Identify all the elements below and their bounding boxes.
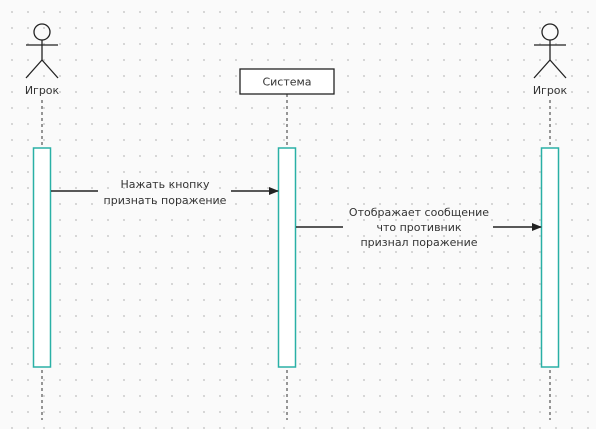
message-1-line-2: признать поражение: [104, 194, 227, 207]
actor-leg-left: [533, 59, 551, 79]
actor-head: [541, 23, 559, 41]
message-1-line-1: Нажать кнопку: [121, 178, 210, 191]
actor-head: [33, 23, 51, 41]
actor-player-right[interactable]: Игрок: [533, 23, 568, 97]
system-box: [239, 68, 335, 95]
message-2-line-1: Отображает сообщение: [349, 206, 489, 219]
actor-leg-left: [25, 59, 43, 79]
message-2-line-3: признал поражение: [360, 236, 477, 249]
actor-player-left[interactable]: Игрок: [25, 23, 60, 97]
activation-bar-player-left[interactable]: [32, 147, 52, 368]
actor-label: Игрок: [533, 84, 568, 97]
activation-bar-system[interactable]: [277, 147, 297, 368]
system-label: Система: [262, 76, 311, 89]
participant-system[interactable]: Система: [239, 68, 335, 95]
message-2-line-2: что противник: [376, 221, 461, 234]
actor-label: Игрок: [25, 84, 60, 97]
activation-bar-player-right[interactable]: [540, 147, 560, 368]
actor-leg-right: [41, 59, 59, 79]
message-arrow-1[interactable]: Нажать кнопку признать поражение: [51, 178, 279, 207]
actor-leg-right: [549, 59, 567, 79]
message-arrow-2[interactable]: Отображает сообщение что противник призн…: [296, 206, 542, 249]
